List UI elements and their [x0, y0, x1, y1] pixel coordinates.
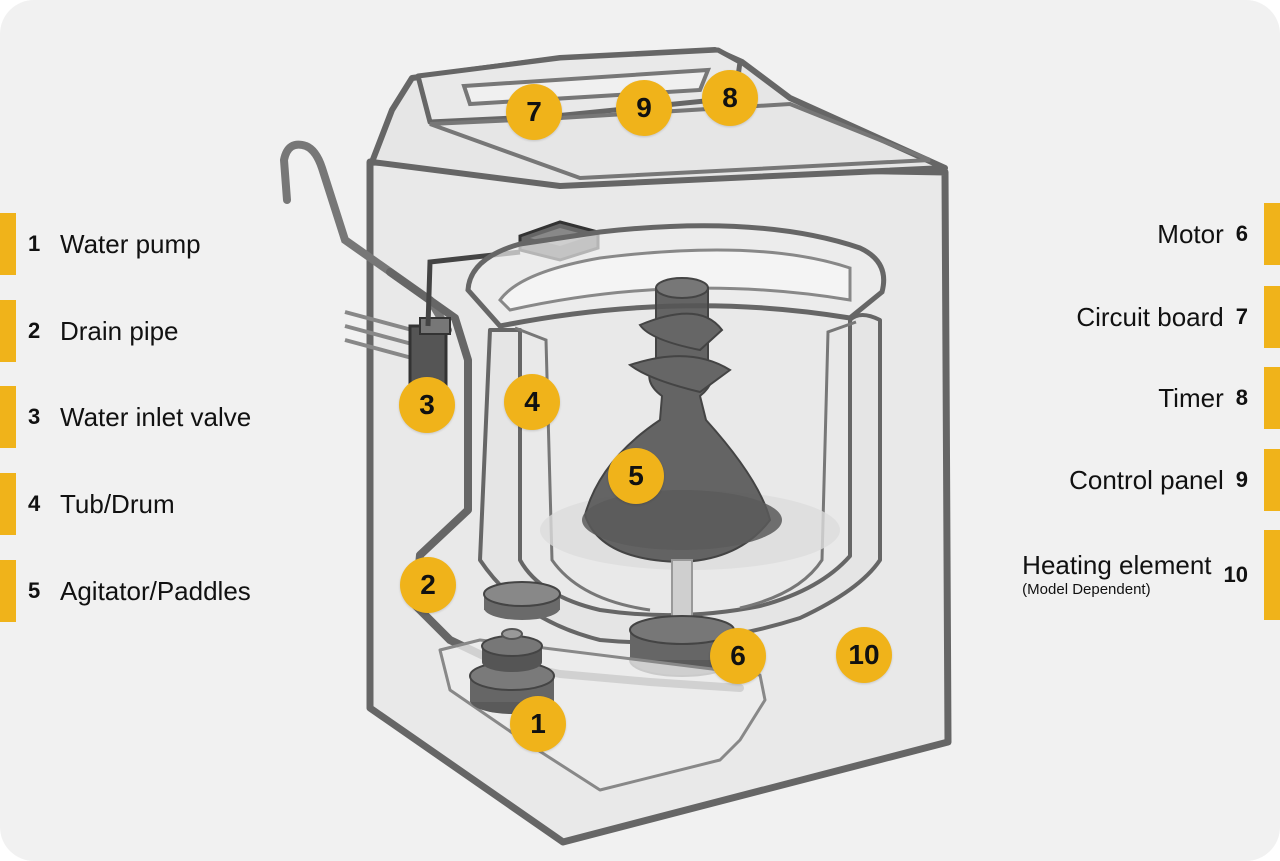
- legend-number: 5: [28, 578, 41, 603]
- legend-accent-bar: [0, 386, 16, 448]
- legend-number: 7: [1235, 304, 1248, 329]
- legend-accent-bar: [0, 473, 16, 535]
- legend-label: Water inlet valve: [60, 401, 252, 432]
- legend-number: 1: [28, 231, 41, 256]
- badge-motor: 6: [710, 628, 766, 684]
- inlet-hose: [279, 140, 452, 334]
- legend-item-10: Heating element (Model Dependent) 10: [1022, 530, 1280, 620]
- legend-item-5: 5 Agitator/Paddles: [0, 560, 251, 622]
- legend-accent-bar: [1264, 203, 1280, 265]
- badge-agitator: 5: [608, 448, 664, 504]
- badge-water-pump: 1: [510, 696, 566, 752]
- legend-label: Tub/Drum: [60, 488, 175, 519]
- legend-accent-bar: [0, 560, 16, 622]
- legend-label: Motor: [1157, 218, 1224, 249]
- legend-label-stack: Heating element (Model Dependent): [1022, 552, 1211, 597]
- legend-number: 10: [1223, 562, 1248, 587]
- legend-label: Heating element: [1022, 550, 1212, 581]
- badge-water-inlet-valve: 3: [399, 377, 455, 433]
- legend-accent-bar: [1264, 530, 1280, 620]
- legend-item-6: Motor 6: [1157, 203, 1280, 265]
- tub-drum-shape: [478, 313, 882, 645]
- legend-number: 4: [28, 491, 41, 516]
- legend-item-4: 4 Tub/Drum: [0, 473, 175, 535]
- badge-timer: 8: [702, 70, 758, 126]
- legend-label: Agitator/Paddles: [60, 575, 251, 606]
- badge-control-panel: 9: [616, 80, 672, 136]
- legend-item-7: Circuit board 7: [1076, 286, 1280, 348]
- legend-item-2: 2 Drain pipe: [0, 300, 179, 362]
- legend-label: Circuit board: [1076, 301, 1224, 332]
- legend-label: Timer: [1158, 382, 1224, 413]
- legend-item-1: 1 Water pump: [0, 213, 201, 275]
- badge-heating-element: 10: [836, 627, 892, 683]
- badge-circuit-board: 7: [506, 84, 562, 140]
- badge-drain-pipe: 2: [400, 557, 456, 613]
- legend-item-8: Timer 8: [1158, 367, 1280, 429]
- legend-note: (Model Dependent): [1022, 580, 1151, 598]
- legend-item-3: 3 Water inlet valve: [0, 386, 251, 448]
- legend-label: Water pump: [60, 228, 201, 259]
- legend-label: Control panel: [1069, 464, 1224, 495]
- legend-item-9: Control panel 9: [1069, 449, 1280, 511]
- legend-label: Drain pipe: [60, 315, 179, 346]
- legend-accent-bar: [0, 213, 16, 275]
- legend-number: 8: [1235, 385, 1248, 410]
- legend-number: 6: [1235, 221, 1248, 246]
- legend-accent-bar: [1264, 286, 1280, 348]
- legend-number: 2: [28, 318, 41, 343]
- legend-number: 3: [28, 404, 41, 429]
- legend-accent-bar: [1264, 449, 1280, 511]
- legend-accent-bar: [1264, 367, 1280, 429]
- legend-accent-bar: [0, 300, 16, 362]
- badge-tub-drum: 4: [504, 374, 560, 430]
- legend-number: 9: [1235, 467, 1248, 492]
